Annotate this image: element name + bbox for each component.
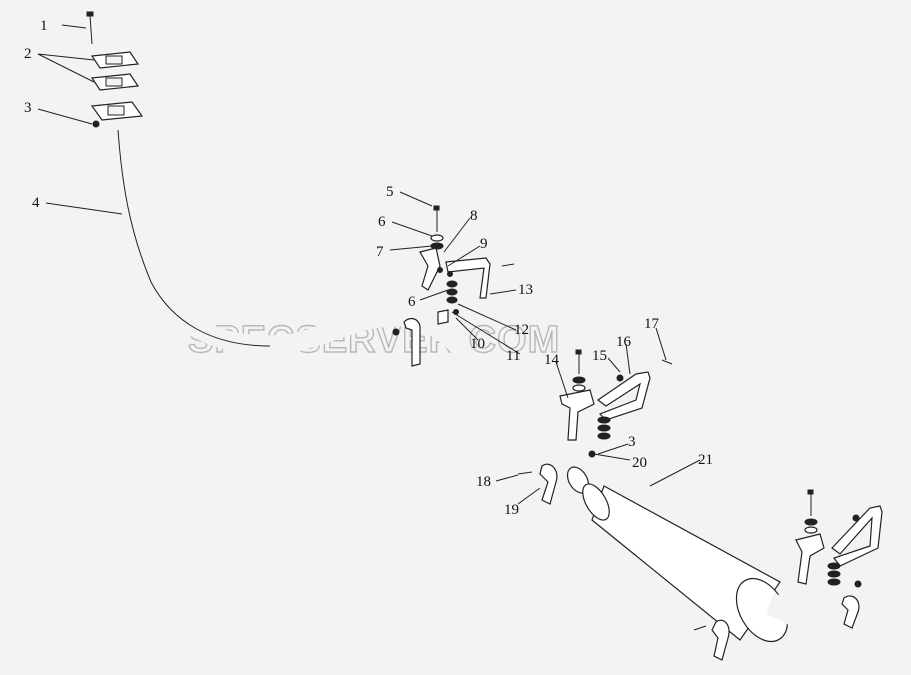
front-exhaust-pipe	[108, 121, 590, 494]
muffler	[582, 483, 843, 666]
pipe-clamp-upper	[392, 317, 421, 367]
callout-3: 3	[24, 100, 32, 116]
callout-6b: 6	[408, 294, 416, 310]
callout-11: 11	[506, 348, 520, 364]
callout-5: 5	[386, 184, 394, 200]
upper-bracket-assembly	[419, 205, 515, 325]
callout-7: 7	[376, 244, 384, 260]
gasket-lower	[90, 73, 140, 91]
pipe-clamp-lower	[517, 463, 558, 505]
callout-13: 13	[518, 282, 533, 298]
callout-18: 18	[476, 474, 491, 490]
callout-14: 14	[544, 352, 560, 368]
callout-8: 8	[470, 208, 478, 224]
rear-bracket-assembly	[693, 489, 883, 661]
nut	[92, 120, 100, 128]
callout-10: 10	[470, 336, 485, 352]
callout-16: 16	[616, 334, 632, 350]
bolt-1	[86, 11, 94, 45]
callout-19: 19	[504, 502, 519, 518]
gasket-upper	[90, 51, 140, 69]
callout-6: 6	[378, 214, 386, 230]
callout-2: 2	[24, 46, 32, 62]
callout-12: 12	[514, 322, 529, 338]
callout-15: 15	[592, 348, 607, 364]
callout-3b: 3	[628, 434, 636, 450]
callout-4: 4	[32, 195, 40, 211]
callout-9: 9	[480, 236, 488, 252]
callout-21: 21	[698, 452, 713, 468]
callout-17: 17	[644, 316, 660, 332]
middle-bracket-assembly	[559, 349, 673, 458]
callout-labels: 1 2 3 4 5 6 7 8 9 6 13 10 12 11 14 15 16…	[24, 18, 713, 518]
callout-20: 20	[632, 455, 647, 471]
pipe-flange	[90, 101, 144, 121]
leader-lines	[37, 24, 701, 505]
callout-1: 1	[40, 18, 48, 34]
